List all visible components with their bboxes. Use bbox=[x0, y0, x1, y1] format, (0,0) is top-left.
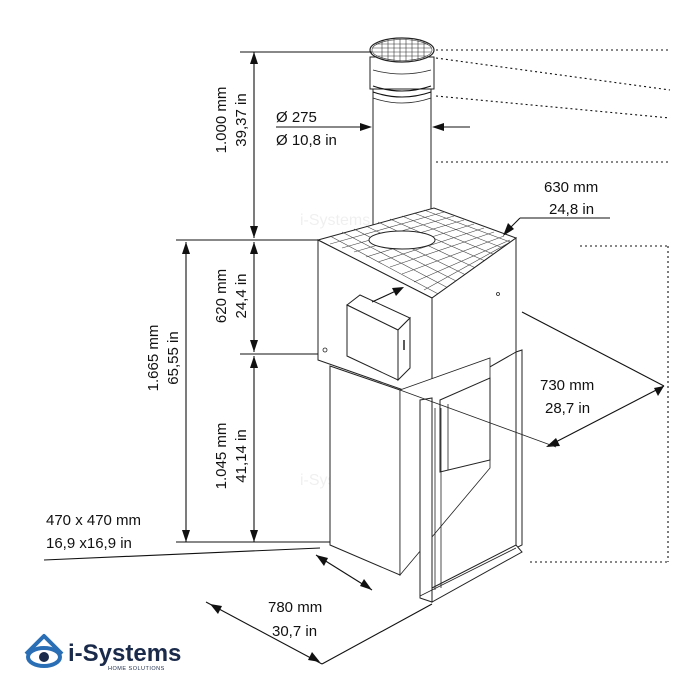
frame-width-mm: 780 mm bbox=[268, 599, 322, 616]
top-width-mm: 630 mm bbox=[544, 179, 598, 196]
base-size-in: 16,9 x16,9 in bbox=[46, 535, 132, 552]
base-size-mm: 470 x 470 mm bbox=[46, 512, 141, 529]
lower-height-in: 41,14 in bbox=[233, 429, 250, 482]
watermark: i-Systems bbox=[300, 212, 370, 229]
depth-mm: 730 mm bbox=[540, 377, 594, 394]
box-height-in: 24,4 in bbox=[233, 273, 250, 318]
dimension-lines bbox=[43, 49, 671, 665]
box-height-mm: 620 mm bbox=[213, 269, 230, 323]
frame-width-in: 30,7 in bbox=[272, 623, 317, 640]
total-height-in: 65,55 in bbox=[165, 331, 182, 384]
junction-box bbox=[346, 294, 411, 382]
i-systems-logo: i-Systems HOME SOLUTIONS bbox=[24, 634, 181, 672]
logo-name: i-Systems bbox=[68, 640, 181, 667]
lower-housing bbox=[329, 357, 491, 577]
bollard-cylinder bbox=[368, 37, 436, 250]
dimension-labels: 1.000 mm 39,37 in Ø 275 Ø 10,8 in 630 mm… bbox=[46, 87, 598, 640]
house-eye-icon bbox=[24, 634, 64, 668]
support-frame bbox=[419, 349, 523, 603]
bollard-diameter-mm: Ø 275 bbox=[276, 109, 317, 126]
depth-in: 28,7 in bbox=[545, 400, 590, 417]
bollard-height-mm: 1.000 mm bbox=[213, 87, 230, 154]
lower-height-mm: 1.045 mm bbox=[213, 423, 230, 490]
bollard-diameter-in: Ø 10,8 in bbox=[276, 132, 337, 149]
total-height-mm: 1.665 mm bbox=[145, 325, 162, 392]
bollard-height-in: 39,37 in bbox=[233, 93, 250, 146]
top-width-in: 24,8 in bbox=[549, 201, 594, 218]
logo-tagline: HOME SOLUTIONS bbox=[108, 666, 165, 672]
bollard-top-grid bbox=[371, 39, 433, 61]
